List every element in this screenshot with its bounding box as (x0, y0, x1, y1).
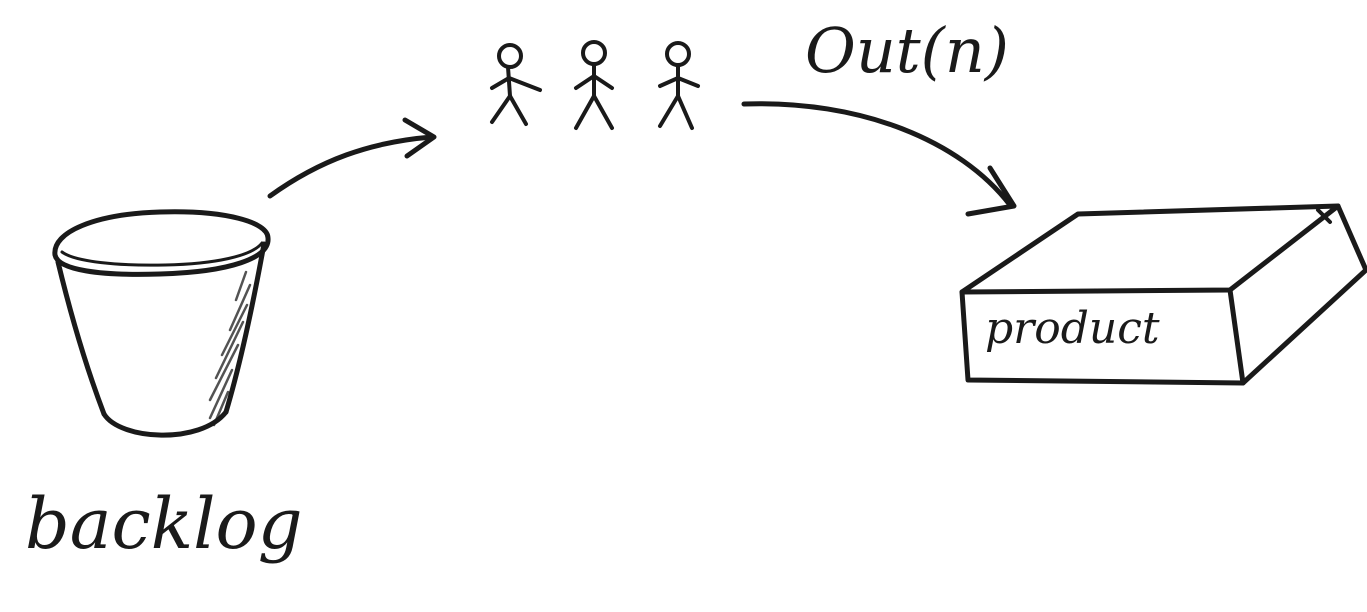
bucket-side-left (58, 262, 104, 414)
product-label: product (985, 303, 1160, 354)
box-top (962, 206, 1338, 292)
arrow-backlog-to-team (270, 120, 434, 196)
backlog-label: backlog (25, 483, 303, 565)
person-icon (492, 45, 540, 124)
team-stick-figures (492, 42, 698, 128)
product-box (962, 206, 1366, 383)
bucket-bottom (104, 412, 226, 435)
person-icon (576, 42, 612, 128)
output-label: Out(n) (805, 14, 1009, 87)
person-icon (660, 43, 698, 128)
arrow-team-to-product (744, 104, 1014, 214)
bucket-rim-inner (62, 243, 262, 265)
backlog-bucket (55, 212, 268, 435)
